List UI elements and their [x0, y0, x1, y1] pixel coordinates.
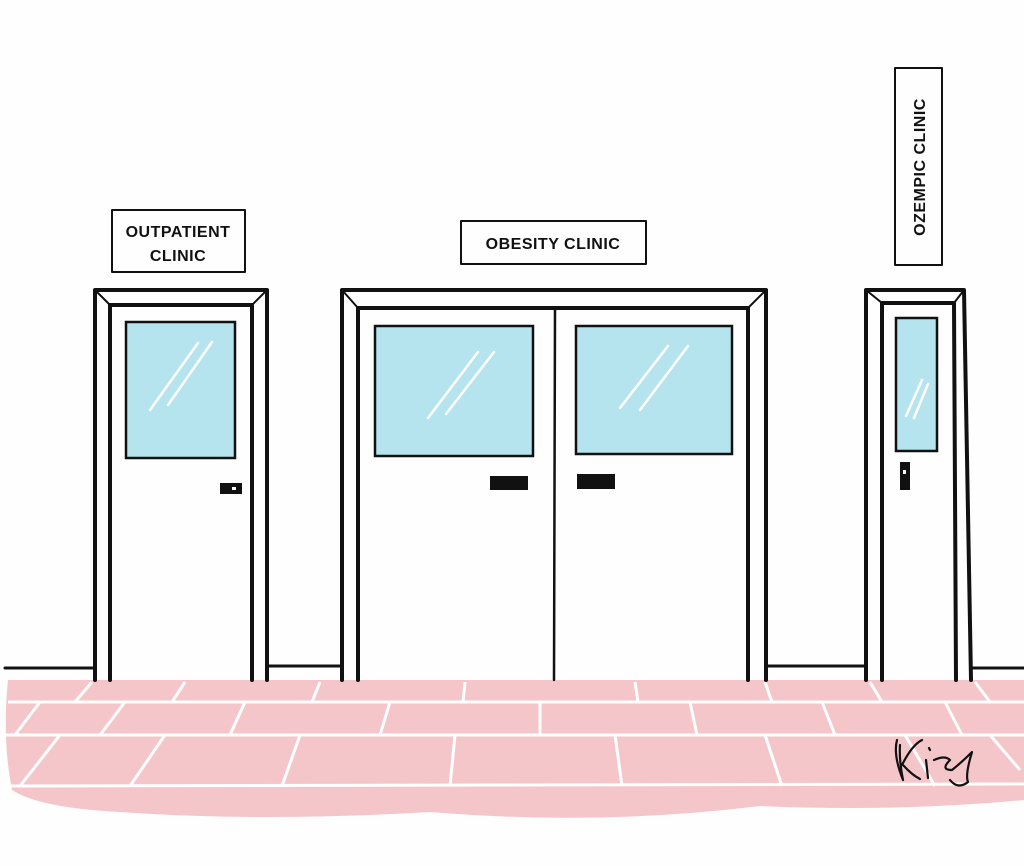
obesity-sign-text: OBESITY CLINIC: [486, 236, 621, 253]
outpatient-clinic-sign: OUTPATIENT CLINIC: [111, 209, 246, 273]
ozempic-sign-text: OZEMPIC CLINIC: [912, 98, 929, 236]
ozempic-clinic-sign: OZEMPIC CLINIC: [894, 67, 943, 266]
door-handle: [220, 483, 242, 494]
door-window: [124, 320, 237, 460]
ozempic-door: [864, 288, 973, 682]
door-window-left: [373, 324, 535, 458]
baseboard: [3, 664, 1024, 670]
door-handle: [900, 462, 910, 490]
outpatient-door: [93, 288, 269, 682]
door-handle-right: [577, 474, 615, 489]
obesity-clinic-sign: OBESITY CLINIC: [460, 220, 647, 265]
artist-signature: [894, 738, 974, 787]
outpatient-sign-line2: CLINIC: [150, 248, 206, 265]
floor: [4, 680, 1024, 818]
obesity-double-door: [340, 288, 768, 682]
door-window: [894, 316, 939, 453]
outpatient-sign-line1: OUTPATIENT: [126, 224, 231, 241]
door-handle-left: [490, 476, 528, 490]
